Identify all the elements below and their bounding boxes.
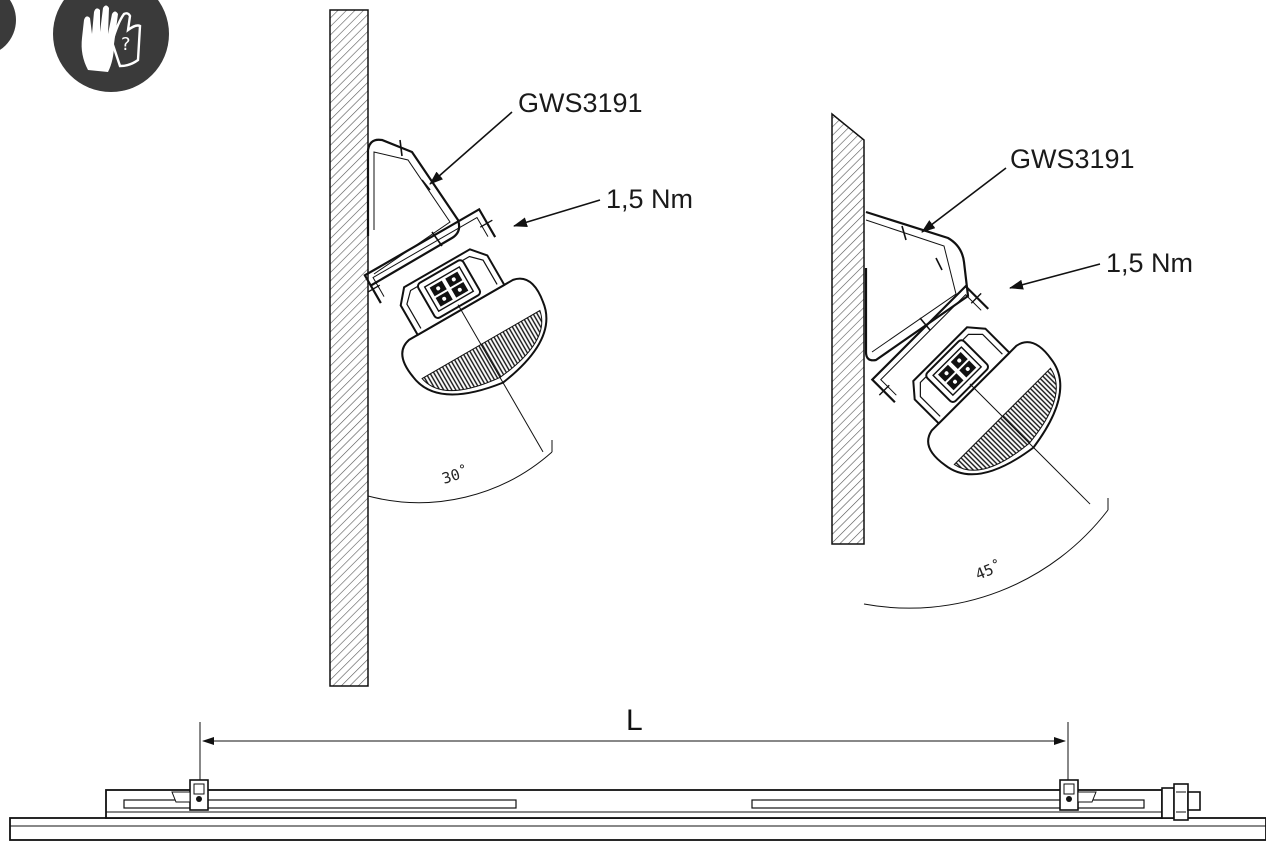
right-clamp	[1059, 779, 1097, 811]
right-torque-label: 1,5 Nm	[1106, 248, 1193, 278]
end-connector	[1161, 783, 1201, 821]
right-angle-label: 45˚	[973, 557, 1005, 584]
left-angle-arc	[367, 451, 553, 504]
left-wall-view: 30˚ GWS3191 1,5 Nm	[329, 9, 693, 687]
left-wall-bracket	[366, 138, 461, 287]
left-torque-label: 1,5 Nm	[606, 184, 693, 214]
left-part-label: GWS3191	[518, 88, 643, 118]
right-wall	[831, 112, 865, 545]
left-wall	[329, 9, 369, 687]
right-angle-arc	[863, 509, 1109, 609]
dimension-label: L	[626, 704, 643, 737]
right-part-label: GWS3191	[1010, 144, 1135, 174]
circle-partial-icon	[0, 0, 16, 50]
svg-text:?: ?	[121, 34, 131, 55]
right-wall-bracket	[864, 210, 970, 362]
base-plate	[9, 817, 1266, 841]
left-clamp	[171, 779, 209, 811]
bottom-rail-view: L	[9, 704, 1266, 841]
left-angle-label: 30˚	[440, 462, 471, 487]
right-wall-view: 45˚ GWS3191 1,5 Nm	[831, 112, 1193, 609]
gloves-icon: ?	[53, 0, 169, 92]
